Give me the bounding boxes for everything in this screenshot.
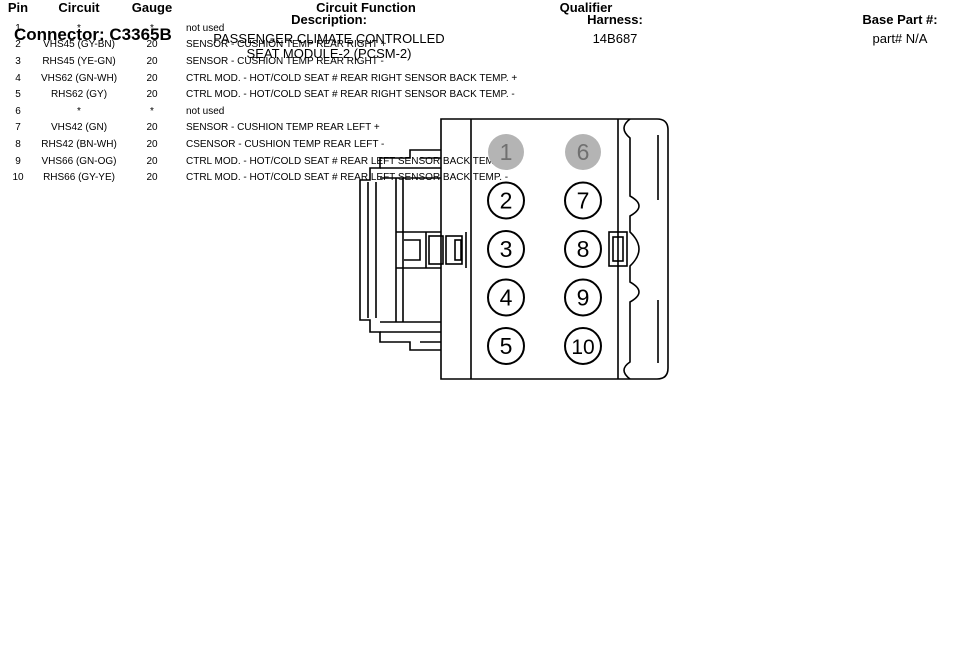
table-row: 7 VHS42 (GN) 20 SENSOR - CUSHION TEMP REAR … bbox=[0, 120, 626, 137]
qualifier-cell bbox=[546, 53, 626, 70]
gauge-cell: 20 bbox=[146, 138, 158, 150]
function-cell: CTRL MOD. - HOT/COLD SEAT # REAR LEFT SE… bbox=[186, 155, 511, 167]
pin-cavity-8 bbox=[564, 230, 602, 268]
function-cell: SENSOR - CUSHION TEMP REAR LEFT + bbox=[186, 122, 380, 134]
circuit-cell: RHS66 (GY-YE) bbox=[43, 172, 115, 184]
gauge-cell: * bbox=[150, 22, 154, 34]
gauge-cell: 20 bbox=[146, 172, 158, 184]
gauge-cell: * bbox=[150, 105, 154, 117]
pin-cell: 3 bbox=[15, 55, 21, 67]
circuit-cell: RHS62 (GY) bbox=[50, 89, 108, 101]
harness-label: Harness: bbox=[587, 12, 643, 27]
pin-cell: 7 bbox=[15, 122, 21, 134]
pin-cell: 6 bbox=[15, 105, 21, 117]
table-row: 1 * * not used bbox=[0, 20, 626, 37]
pin-cell: 4 bbox=[15, 72, 21, 84]
pin-cell: 10 bbox=[12, 172, 24, 184]
header-circuit: Circuit bbox=[58, 0, 100, 15]
pin-number-label: 10 bbox=[571, 336, 594, 359]
pin-cell: 2 bbox=[15, 39, 21, 51]
table-row: 2 VHS45 (GY-BN) 20 SENSOR - CUSHION TEMP RE… bbox=[0, 37, 626, 54]
pin-number-label: 5 bbox=[500, 333, 513, 359]
pin-cavity-5 bbox=[487, 327, 525, 365]
base-part-value: part# N/A bbox=[872, 31, 928, 46]
circuit-cell: VHS42 (GN) bbox=[50, 122, 108, 134]
pin-cavities: 1 2 3 4 5 6 7 8 9 10 bbox=[487, 134, 602, 365]
pin-table: Pin Circuit Gauge Circuit Function Quali… bbox=[0, 0, 626, 186]
function-cell: not used bbox=[186, 22, 225, 34]
circuit-cell: VHS66 (GN-OG) bbox=[41, 155, 117, 167]
function-cell: CSENSOR - CUSHION TEMP REAR LEFT - bbox=[186, 138, 385, 150]
pin-number-label: 9 bbox=[577, 285, 590, 311]
pin-number-label: 3 bbox=[500, 236, 513, 262]
pin-cell: 9 bbox=[15, 155, 21, 167]
header-gauge: Gauge bbox=[131, 0, 173, 15]
table-row: 5 RHS62 (GY) 20 CTRL MOD. - HOT/COLD SEAT #… bbox=[0, 86, 626, 103]
pin-cavity-2 bbox=[487, 181, 525, 220]
connector-housing bbox=[359, 118, 669, 380]
pin-cell: 1 bbox=[15, 22, 21, 34]
pin-cavity-6 bbox=[565, 134, 601, 170]
gauge-cell: 20 bbox=[146, 39, 158, 51]
qualifier-cell bbox=[546, 70, 626, 87]
circuit-cell: VHS45 (GY-BN) bbox=[43, 39, 115, 51]
function-cell: CTRL MOD. - HOT/COLD SEAT # REAR RIGHT S… bbox=[186, 89, 515, 101]
connector-title: Connector: C3365B bbox=[14, 25, 172, 44]
pin-cavity-1 bbox=[488, 134, 524, 170]
base-part-label: Base Part #: bbox=[862, 12, 938, 27]
pin-cavity-4 bbox=[487, 278, 525, 317]
gauge-cell: 20 bbox=[146, 122, 158, 134]
harness-block: Harness: 14B687 bbox=[560, 12, 670, 46]
pin-cavity-9 bbox=[564, 278, 602, 317]
circuit-cell: RHS45 (YE-GN) bbox=[42, 55, 116, 67]
table-row: 3 RHS45 (YE-GN) 20 SENSOR - CUSHION TEMP RE… bbox=[0, 53, 626, 70]
pin-number-label: 1 bbox=[500, 139, 513, 165]
harness-value: 14B687 bbox=[592, 31, 638, 46]
pin-cell: 5 bbox=[15, 89, 21, 101]
base-part-block: Base Part #: part# N/A bbox=[840, 12, 953, 46]
pin-cavity-3 bbox=[487, 230, 525, 268]
function-cell: SENSOR - CUSHION TEMP REAR RIGHT - bbox=[186, 55, 384, 67]
connector-face-diagram: 1 2 3 4 5 6 7 8 9 10 bbox=[359, 118, 669, 380]
table-row: 8 RHS42 (BN-WH) 20 CSENSOR - CUSHION TEMP R… bbox=[0, 136, 626, 153]
description-label: Description: bbox=[291, 12, 367, 27]
function-cell: not used bbox=[186, 105, 225, 117]
table-header-row: Pin Circuit Gauge Circuit Function Quali… bbox=[0, 0, 626, 20]
description-block: Description: PASSENGER CLIMATE CONTROLLE… bbox=[200, 12, 458, 61]
circuit-cell: * bbox=[77, 105, 81, 117]
pin-number-label: 6 bbox=[577, 139, 590, 165]
table-row: 9 VHS66 (GN-OG) 20 CTRL MOD. - HOT/COLD SEA… bbox=[0, 153, 626, 170]
pin-cell: 8 bbox=[15, 138, 21, 150]
header-function: Circuit Function bbox=[316, 0, 416, 15]
description-line-1: PASSENGER CLIMATE CONTROLLED bbox=[213, 31, 445, 46]
qualifier-cell bbox=[546, 86, 626, 103]
header-qualifier: Qualifier bbox=[559, 0, 613, 15]
pin-number-label: 8 bbox=[577, 236, 590, 262]
gauge-cell: 20 bbox=[146, 72, 158, 84]
pin-number-label: 4 bbox=[500, 285, 513, 311]
table-row: 6 * * not used bbox=[0, 103, 626, 120]
header-pin: Pin bbox=[7, 0, 29, 15]
description-line-2: SEAT MODULE-2 (PCSM-2) bbox=[246, 46, 412, 61]
function-cell: SENSOR - CUSHION TEMP REAR RIGHT + bbox=[186, 39, 387, 51]
table-row: 4 VHS62 (GN-WH) 20 CTRL MOD. - HOT/COLD SEA… bbox=[0, 70, 626, 87]
circuit-cell: * bbox=[77, 22, 81, 34]
pin-number-label: 7 bbox=[577, 188, 590, 214]
pin-cavity-10 bbox=[564, 327, 602, 365]
function-cell: CTRL MOD. - HOT/COLD SEAT # REAR RIGHT S… bbox=[186, 72, 518, 84]
gauge-cell: 20 bbox=[146, 55, 158, 67]
gauge-cell: 20 bbox=[146, 89, 158, 101]
gauge-cell: 20 bbox=[146, 155, 158, 167]
table-row: 10 RHS66 (GY-YE) 20 CTRL MOD. - HOT/COLD SE… bbox=[0, 169, 626, 186]
circuit-cell: VHS62 (GN-WH) bbox=[40, 72, 118, 84]
pin-number-label: 2 bbox=[500, 188, 513, 214]
function-cell: CTRL MOD. - HOT/COLD SEAT # REAR LEFT SE… bbox=[186, 172, 509, 184]
pin-cavity-7 bbox=[564, 181, 602, 220]
circuit-cell: RHS42 (BN-WH) bbox=[41, 138, 117, 150]
